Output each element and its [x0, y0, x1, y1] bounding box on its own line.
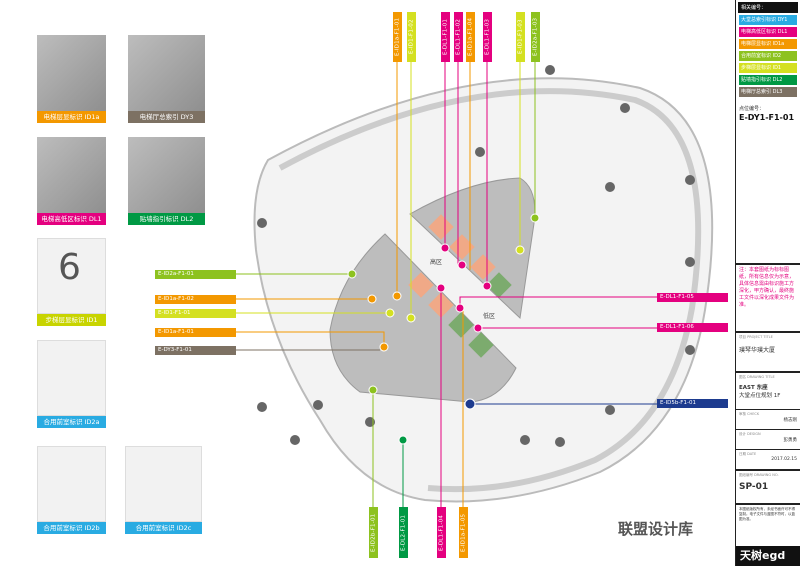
point-tag[interactable]: E-DL1-F1-06: [657, 323, 728, 332]
columns: [257, 65, 695, 447]
point-tag[interactable]: E-ID2b-F1-01: [369, 507, 378, 558]
building-outline: [253, 77, 714, 503]
thumbnail-caption: 合用前室标识 ID2c: [125, 522, 202, 534]
project-name: 璞琴华璞大厦: [739, 347, 776, 354]
watermark: 联盟设计库: [618, 520, 694, 538]
brand-logo: 天树egd: [736, 546, 800, 566]
point-tag[interactable]: E-DY3-F1-01: [155, 346, 236, 355]
thumbnail-dl2: 贴墙指引标识 DL2: [128, 137, 205, 225]
legend-item: 贴墙指引标识 DL2: [739, 75, 797, 85]
point-tag[interactable]: E-DL2-F1-01: [399, 507, 408, 558]
date-value: 2017.02.15: [771, 457, 797, 462]
legend-item: 电梯高低区标识 DL1: [739, 27, 797, 37]
point-label: 点位编号：: [739, 106, 765, 112]
legend-title: 相关编号：: [738, 2, 798, 13]
point-tag[interactable]: E-ID1-F1-02: [407, 12, 416, 62]
review-label: 审核 CHECK: [739, 412, 760, 416]
point-tag[interactable]: E-DL1-F1-05: [657, 293, 728, 302]
point-tag[interactable]: E-DL1-F1-02: [454, 12, 463, 62]
date-label: 日期 DATE: [739, 452, 757, 456]
design-label: 设计 DESIGN: [739, 432, 761, 436]
point-tag[interactable]: E-DL1-F1-04: [437, 507, 446, 558]
point-code: E-DY1-F1-01: [739, 113, 795, 122]
floor-plan: [236, 60, 714, 508]
thumbnail-id2b: 合用前室标识 ID2b: [37, 446, 106, 534]
note: 注：本套图纸为标标图纸，所有信息仅为示意，具体信息需由标识施工方深化，甲方确认，…: [736, 263, 800, 331]
thumbnail-caption: 合用前室标识 ID2b: [37, 522, 106, 534]
legend-item: 电梯层显标识 ID1a: [739, 39, 797, 49]
thumbnail-caption: 贴墙指引标识 DL2: [128, 213, 205, 225]
point-tag[interactable]: E-ID1-F1-01: [155, 309, 236, 318]
point-tag[interactable]: E-ID2a-F1-01: [155, 270, 236, 279]
point-tag[interactable]: E-ID2a-F1-03: [531, 12, 540, 62]
point-tag[interactable]: E-ID1a-F1-01: [393, 12, 402, 62]
thumbnail-id2a: 合用前室标识 ID2a: [37, 340, 106, 428]
thumbnail-caption: 合用前室标识 ID2a: [37, 416, 106, 428]
thumbnail-caption: 电梯层显标识 ID1a: [37, 111, 106, 123]
point-tag[interactable]: E-ID1-F1-03: [516, 12, 525, 62]
legend-item: 合用前室标识 ID2: [739, 51, 797, 61]
thumbnail-dl1: 电梯高低区标识 DL1: [37, 137, 106, 225]
high-zone-label: 高区: [430, 259, 443, 266]
review-value: 杨志刚: [783, 418, 798, 423]
drawing-label: 图名 DRAWING TITLE: [739, 375, 775, 379]
footer-note: 本图纸版权所有，未经书面许可不得复制。电子文件与蓝图不符时，以蓝图为准。: [736, 503, 800, 531]
thumbnail-id2c: 合用前室标识 ID2c: [125, 446, 202, 534]
point-tag[interactable]: E-DL1-F1-01: [441, 12, 450, 62]
point-tag[interactable]: E-DL1-F1-03: [483, 12, 492, 62]
point-tag[interactable]: E-ID1a-F1-05: [459, 507, 468, 558]
legend-item: 大堂总索引标识 DY1: [739, 15, 797, 25]
legend-item: 步梯层显标识 ID1: [739, 63, 797, 73]
design-value: 彭勇勇: [783, 438, 798, 443]
thumbnail-caption: 步梯层显标识 ID1: [37, 314, 106, 326]
low-zone-label: 低区: [483, 313, 496, 320]
point-tag[interactable]: E-ID1a-F1-02: [155, 295, 236, 304]
legend-item: 电梯厅总索引 DL3: [739, 87, 797, 97]
drawing-title: EAST 东座: [739, 385, 768, 391]
thumbnail-dy3: 电梯厅总索引 DY3: [128, 35, 205, 123]
drawing-number-label: 图纸编号 DRAWING NO.: [739, 473, 779, 477]
drawing-subtitle: 大堂点位规划 1F: [739, 393, 781, 399]
point-tag[interactable]: E-ID5b-F1-01: [657, 399, 728, 408]
thumbnail-caption: 电梯厅总索引 DY3: [128, 111, 205, 123]
drawing-number: SP-01: [739, 482, 769, 492]
point-tag[interactable]: E-ID1a-F1-04: [466, 12, 475, 62]
point-tag[interactable]: E-ID1a-F1-01: [155, 328, 236, 337]
project-label: 项目 PROJECT TITLE: [739, 335, 773, 339]
title-block: 相关编号： 大堂总索引标识 DY1 电梯高低区标识 DL1 电梯层显标识 ID1…: [735, 0, 800, 566]
thumbnail-caption: 电梯高低区标识 DL1: [37, 213, 106, 225]
thumbnail-id1a: 电梯层显标识 ID1a: [37, 35, 106, 123]
